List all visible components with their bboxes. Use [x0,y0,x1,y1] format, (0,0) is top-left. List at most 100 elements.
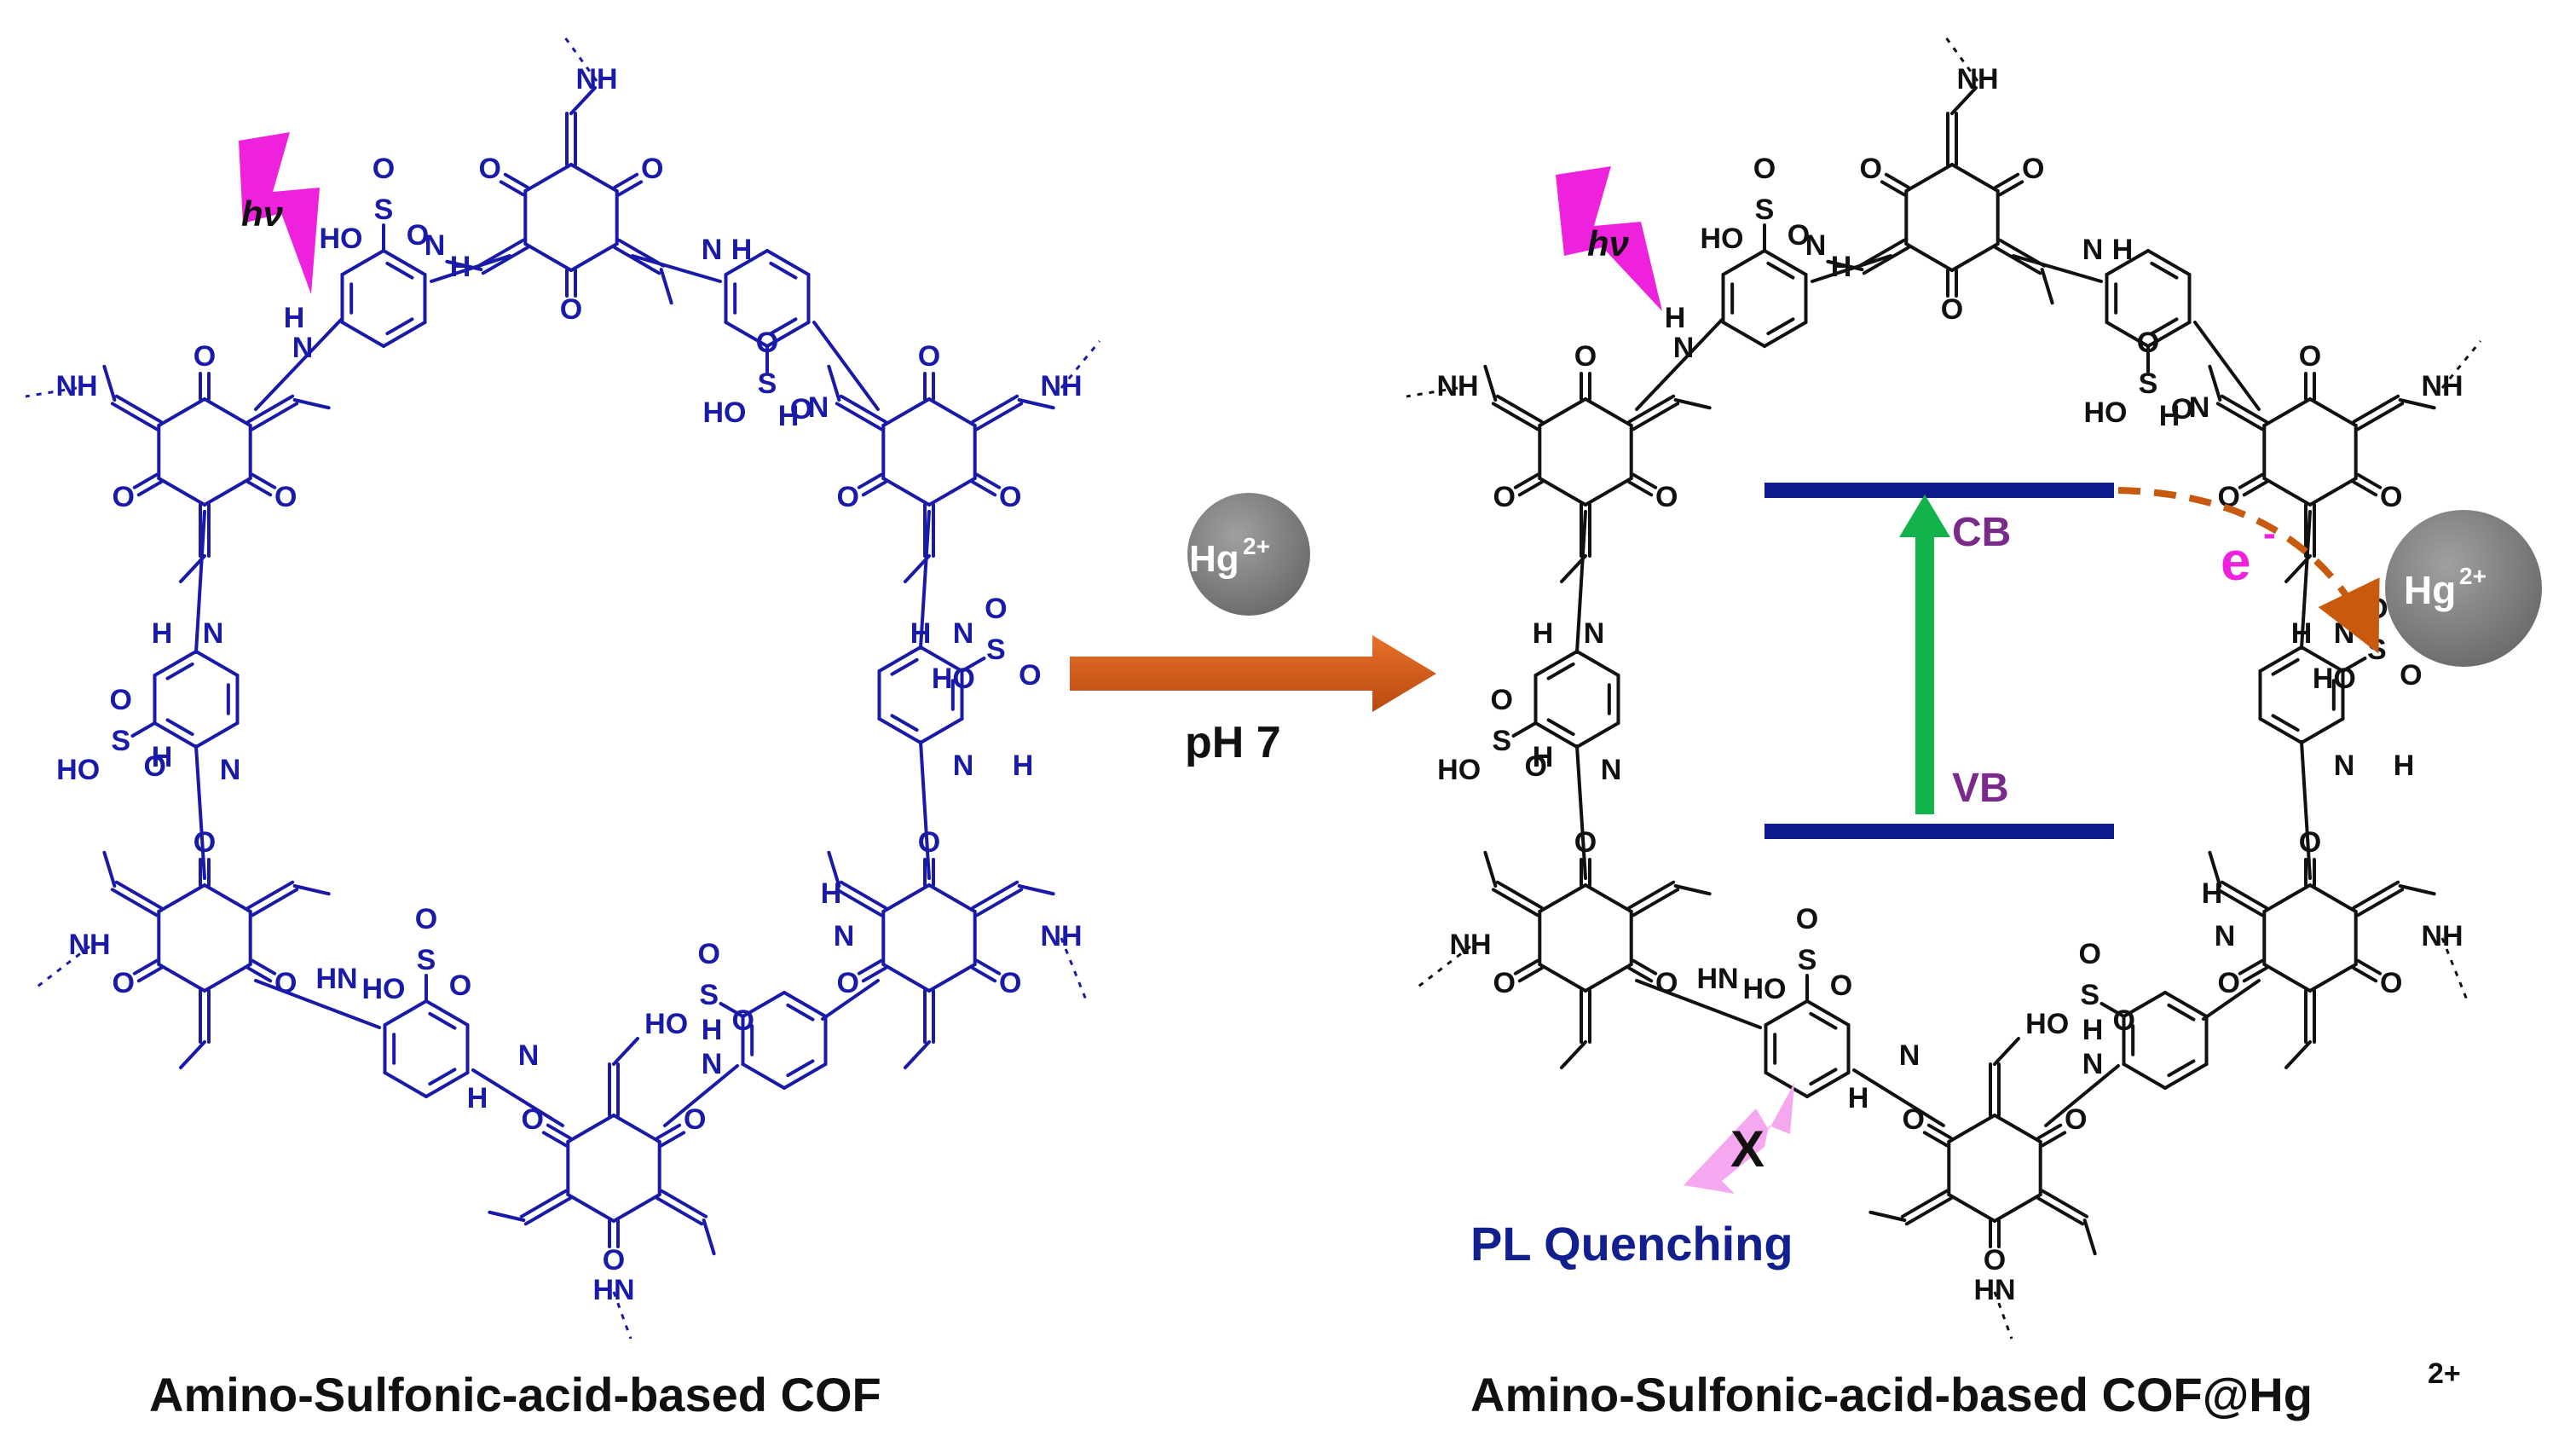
double-bond [1884,172,1910,189]
oxygen-label: O [2137,327,2159,359]
ring-bond [2105,249,2150,276]
ring-bond [783,1062,828,1090]
hydroxyl-label: HO [56,754,100,786]
oxygen-label: O [1019,659,1041,692]
double-bond [546,1123,572,1140]
double-bond [660,1189,708,1218]
imine-bond [2044,1064,2120,1127]
aromatic-bond [2271,657,2300,676]
aromatic-bond [385,261,414,280]
lightning-bolt-icon [1556,166,1662,311]
bond [292,398,331,410]
electron-charge: - [2263,512,2276,554]
imine-bond [430,254,511,283]
double-bond [1495,880,1544,910]
sulfur-label: S [2080,979,2099,1011]
ring-bond [927,963,977,993]
ring-bond [566,1114,615,1143]
bond [659,268,673,305]
framework-continuation [1060,340,1101,389]
double-bond [1627,880,1676,910]
aromatic-bond [1546,718,1575,737]
aromatic-bond [165,662,194,680]
ring-bond [203,883,252,913]
bond [2082,1218,2097,1256]
aromatic-bond [769,317,798,336]
double-bond [503,172,529,189]
oxygen-label: O [1788,219,1810,252]
double-bond [519,1189,568,1218]
ring-bond [765,249,811,276]
bond [1483,364,1498,402]
amine-label: N [1673,332,1695,364]
oxygen-label: O [274,481,297,513]
aromatic-bond [428,1068,457,1086]
hydroxyl-label: HO [2025,1008,2069,1040]
amine-label: N [2189,391,2210,424]
imine-bond [2300,510,2312,650]
ring-bond [2300,645,2345,673]
bond [827,850,841,888]
band-diagram: CB VB e - Hg 2+ [1765,483,2542,839]
ring-bond [877,717,922,744]
ring-bond [612,1193,661,1223]
framework-continuation [1942,33,1979,82]
double-bond [132,958,159,975]
oxygen-label: O [837,481,859,513]
oxygen-label: O [999,967,1021,999]
amine-label: H [1831,251,1852,283]
amine-label: N [2082,234,2104,266]
framework-continuation [612,1291,632,1340]
bond [1673,884,1712,896]
aromatic-bond [786,1003,815,1022]
amine-label: H [2291,617,2313,650]
ring-bond [927,397,977,427]
ring-bond [2163,1062,2209,1090]
ring-bond [2258,645,2303,673]
double-bond [971,480,997,497]
ring-bond [1947,1114,1996,1143]
ring-bond [1805,1071,1851,1098]
ring-bond [1538,477,1587,506]
bond [2040,268,2054,305]
bond [827,364,841,402]
ring-bond [2308,477,2358,506]
ring-bond [2262,397,2312,427]
double-bond [656,1123,682,1140]
amine-label: H [450,251,471,283]
amine-label: N [834,920,855,952]
oxygen-label: O [1796,903,1818,935]
terminal-amine-label: NH [68,929,110,961]
amine-label: H [2394,750,2415,782]
bond [102,364,117,402]
double-bond [2242,966,2268,983]
double-bond [1632,958,1658,975]
double-bond [975,958,1002,975]
terminal-amine-label: NH [1436,370,1478,402]
amine-label: H [2082,1014,2104,1046]
ring-bond [2300,717,2345,744]
double-bond [2215,402,2264,431]
double-bond [114,394,163,424]
ring-bond [2122,1062,2167,1090]
hydroxyl-label: HO [2313,663,2356,695]
bond [102,850,117,888]
bond [1868,1210,1907,1222]
double-bond [132,472,159,489]
light-excitation-left: hν [239,132,320,294]
aromatic-bond [769,261,798,280]
bond [719,1002,745,1018]
ring-bond [2258,717,2303,744]
oxygen-label: O [1655,481,1678,513]
ring-bond [2308,883,2358,913]
double-bond [1857,238,1906,268]
ring-bond [157,477,206,506]
imine-bond [919,740,931,880]
double-bond [835,402,883,431]
double-bond [971,880,1019,910]
imine-bond [1852,1068,1945,1127]
bond [2341,657,2367,673]
oxygen-label: O [985,593,1007,625]
terminal-amine-label: NH [1449,929,1491,961]
